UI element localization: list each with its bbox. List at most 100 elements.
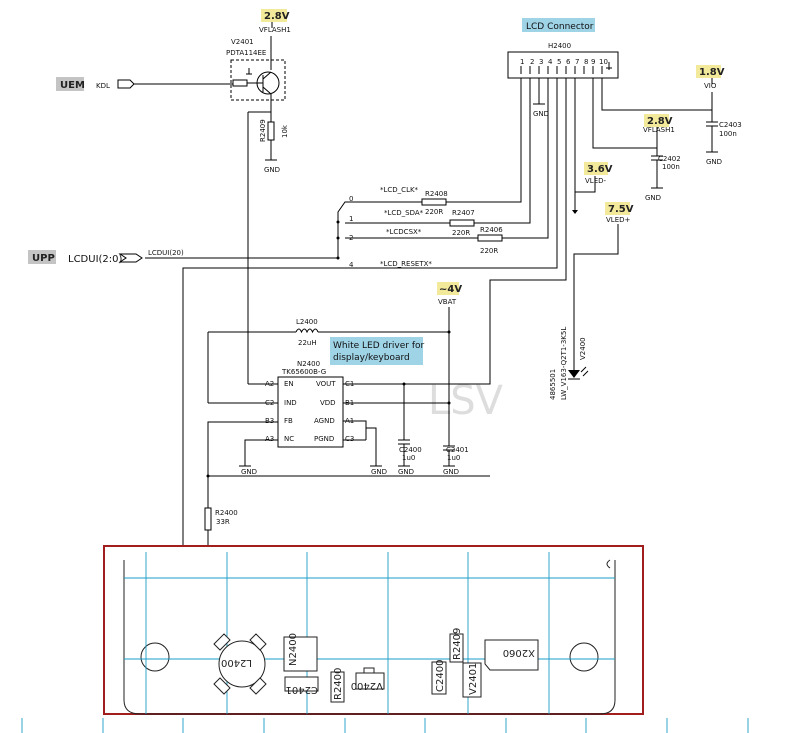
svg-text:C2400: C2400 — [399, 446, 422, 454]
pcb-r2400: R2400 — [330, 668, 345, 703]
svg-text:220R: 220R — [425, 208, 443, 216]
svg-text:VIO: VIO — [704, 82, 717, 90]
svg-text:A3: A3 — [265, 435, 274, 443]
svg-text:C2401: C2401 — [286, 684, 318, 695]
svg-text:R2409: R2409 — [259, 119, 267, 142]
vbat-supply: VBAT — [207, 298, 457, 446]
svg-text:220R: 220R — [480, 247, 498, 255]
svg-text:0: 0 — [349, 195, 353, 203]
voltage-tag-7v5: 7.5V — [605, 202, 634, 215]
svg-text:1: 1 — [349, 215, 353, 223]
svg-text:EN: EN — [284, 380, 294, 388]
svg-text:LCDUI(20): LCDUI(20) — [148, 249, 184, 257]
svg-text:R2408: R2408 — [425, 190, 448, 198]
svg-text:UPP: UPP — [32, 253, 55, 264]
svg-text:L2400: L2400 — [296, 318, 318, 326]
svg-text:C2401: C2401 — [446, 446, 469, 454]
capacitor-c2400: GND C2400 1u0 — [398, 439, 422, 476]
io-tag-upp: UPP — [28, 250, 56, 264]
pcb-l2400: L2400 — [213, 633, 267, 695]
section-tag-white-led-driver: White LED driver for display/keyboard — [330, 337, 425, 365]
svg-text:220R: 220R — [452, 229, 470, 237]
svg-text:L2400: L2400 — [221, 657, 252, 668]
svg-text:8: 8 — [584, 58, 588, 66]
pcb-v2400: V2400 — [351, 667, 385, 691]
svg-text:1.8V: 1.8V — [699, 67, 725, 78]
svg-text:R2406: R2406 — [480, 226, 503, 234]
svg-text:2: 2 — [349, 234, 353, 242]
resistor-r2406: R2406 220R — [477, 226, 503, 255]
svg-text:10: 10 — [599, 58, 608, 66]
svg-text:C2402: C2402 — [658, 155, 681, 163]
svg-text:VLED+: VLED+ — [606, 216, 631, 224]
svg-text:2.8V: 2.8V — [647, 116, 673, 127]
pcb-v2401: V2401 — [462, 662, 482, 698]
vled-plus: VLED+ — [573, 216, 631, 340]
svg-text:~4V: ~4V — [439, 284, 462, 295]
svg-text:R2400: R2400 — [333, 668, 344, 700]
led-v2400: V2400 4865501 LW_V163-Q2T1-3K5L — [549, 327, 589, 400]
svg-text:V2400: V2400 — [351, 680, 383, 691]
pcb-r2409: R2409 — [449, 628, 464, 663]
svg-text:C3: C3 — [345, 435, 354, 443]
svg-text:2: 2 — [530, 58, 534, 66]
resistor-r2409: GND R2409 10k — [259, 112, 289, 174]
svg-text:N2400: N2400 — [288, 633, 299, 666]
resistor-r2407: R2407 220R — [449, 209, 475, 237]
svg-text:N2400: N2400 — [297, 360, 320, 368]
svg-text:GND: GND — [398, 468, 414, 476]
svg-text:R2409: R2409 — [452, 628, 463, 660]
svg-text:C1: C1 — [345, 380, 354, 388]
svg-text:*LCD_CLK*: *LCD_CLK* — [380, 186, 419, 194]
svg-text:LCDUI(2:0): LCDUI(2:0) — [68, 254, 123, 265]
svg-text:10k: 10k — [281, 124, 289, 138]
svg-text:4865501: 4865501 — [549, 369, 557, 400]
svg-text:9: 9 — [591, 58, 595, 66]
svg-text:FB: FB — [284, 417, 293, 425]
svg-text:GND: GND — [371, 468, 387, 476]
svg-text:V2401: V2401 — [468, 663, 479, 695]
svg-text:1u0: 1u0 — [402, 454, 415, 462]
inductor-l2400: L2400 22uH — [295, 318, 319, 347]
svg-text:22uH: 22uH — [298, 339, 317, 347]
svg-text:LW_V163-Q2T1-3K5L: LW_V163-Q2T1-3K5L — [560, 327, 568, 400]
svg-text:VLED-: VLED- — [585, 177, 607, 185]
svg-text:GND: GND — [264, 166, 280, 174]
svg-text:6: 6 — [566, 58, 571, 66]
svg-text:*LCDCSX*: *LCDCSX* — [386, 228, 422, 236]
vio-supply: VIO GND C2403 100n — [704, 78, 742, 166]
svg-text:3.6V: 3.6V — [587, 164, 613, 175]
section-tag-lcd-connector: LCD Connector — [522, 18, 595, 32]
pcb-n2400: N2400 C2401 — [283, 633, 319, 695]
svg-text:100n: 100n — [662, 163, 680, 171]
svg-text:IND: IND — [284, 399, 297, 407]
vflash1-right-supply: VFLASH1 GND C2402 100n — [643, 126, 681, 202]
svg-text:TK65600B-G: TK65600B-G — [281, 368, 326, 376]
svg-text:H2400: H2400 — [548, 42, 571, 50]
svg-text:*LCD_SDA*: *LCD_SDA* — [384, 209, 424, 217]
svg-text:7: 7 — [575, 58, 579, 66]
kdl-input: KDL — [96, 79, 233, 90]
svg-text:7.5V: 7.5V — [608, 204, 634, 215]
svg-text:GND: GND — [645, 194, 661, 202]
svg-text:R2407: R2407 — [452, 209, 475, 217]
lcdui-bus: 0 1 2 4 *LCD_CLK* *LCD_SDA* *LCDCSX* *LC… — [68, 186, 478, 269]
connector-h2400: H2400 1 2 3 4 5 6 7 8 9 10 — [507, 42, 619, 79]
voltage-tag-1v8: 1.8V — [696, 65, 725, 78]
svg-text:GND: GND — [241, 468, 257, 476]
svg-text:V2400: V2400 — [579, 337, 587, 360]
svg-text:NC: NC — [284, 435, 294, 443]
resistor-r2400: R2400 33R — [204, 507, 238, 545]
svg-text:X2060: X2060 — [503, 647, 535, 658]
svg-text:*LCD_RESETX*: *LCD_RESETX* — [380, 260, 432, 268]
io-tag-uem: UEM — [56, 77, 85, 91]
svg-text:display/keyboard: display/keyboard — [333, 353, 410, 363]
svg-text:1u0: 1u0 — [447, 454, 460, 462]
svg-text:VDD: VDD — [320, 399, 336, 407]
svg-text:VBAT: VBAT — [438, 298, 457, 306]
transistor-v2401: VFLASH1 V2401 PDTA114EE — [226, 22, 291, 113]
svg-text:5: 5 — [557, 58, 561, 66]
svg-text:VFLASH1: VFLASH1 — [643, 126, 675, 134]
svg-text:VFLASH1: VFLASH1 — [259, 26, 291, 34]
